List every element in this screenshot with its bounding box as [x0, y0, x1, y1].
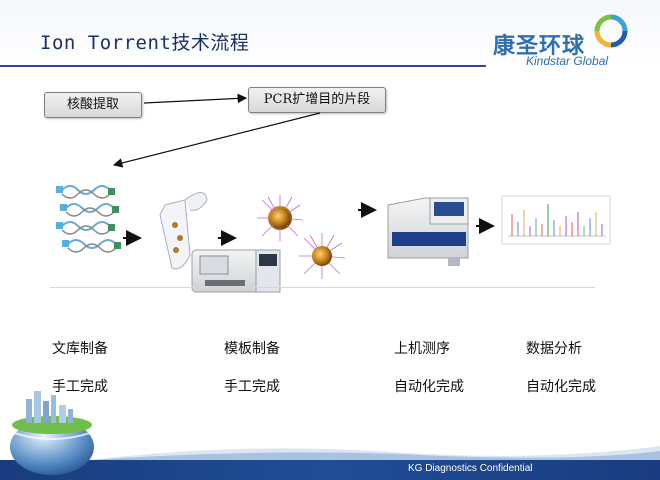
sequencer-instrument-icon	[387, 197, 469, 266]
ion-sphere-bead-icon-2	[299, 233, 346, 279]
arrow-extraction-to-pcr	[143, 93, 248, 104]
nucleic-acid-extraction-box: 核酸提取	[44, 92, 142, 118]
sequencing-trace-chart-icon	[501, 195, 611, 245]
globe-city-icon	[10, 391, 94, 475]
logo-chinese-text: 康圣环球	[493, 34, 586, 59]
footer-confidential-text: KG Diagnostics Confidential	[408, 463, 533, 474]
title-underline	[0, 65, 486, 67]
baseline-divider	[50, 287, 595, 288]
header-bar	[0, 0, 660, 66]
dna-library-icon	[56, 185, 121, 253]
stage-mode-sequencing: 自动化完成	[394, 379, 464, 395]
template-prep-instrument-icon	[191, 249, 281, 293]
footer-bar	[0, 460, 660, 480]
footer-wave-decoration	[90, 446, 660, 460]
stage-mode-analysis: 自动化完成	[526, 379, 596, 395]
slide-title: Ion Torrent技术流程	[40, 32, 250, 54]
stage-mode-library: 手工完成	[52, 379, 108, 395]
stage-name-template: 模板制备	[224, 341, 280, 357]
ion-sphere-bead-icon	[257, 195, 304, 241]
stage-mode-template: 手工完成	[224, 379, 280, 395]
company-logo-icon	[594, 14, 628, 48]
pcr-tube-icon	[159, 192, 208, 270]
stage-name-sequencing: 上机测序	[394, 341, 450, 357]
logo-english-text: Kindstar Global	[526, 54, 609, 68]
pcr-amplification-box: PCR扩增目的片段	[248, 87, 386, 113]
stage-name-library: 文库制备	[52, 341, 108, 357]
stage-name-analysis: 数据分析	[526, 341, 582, 357]
arrow-pcr-to-library	[112, 112, 321, 168]
